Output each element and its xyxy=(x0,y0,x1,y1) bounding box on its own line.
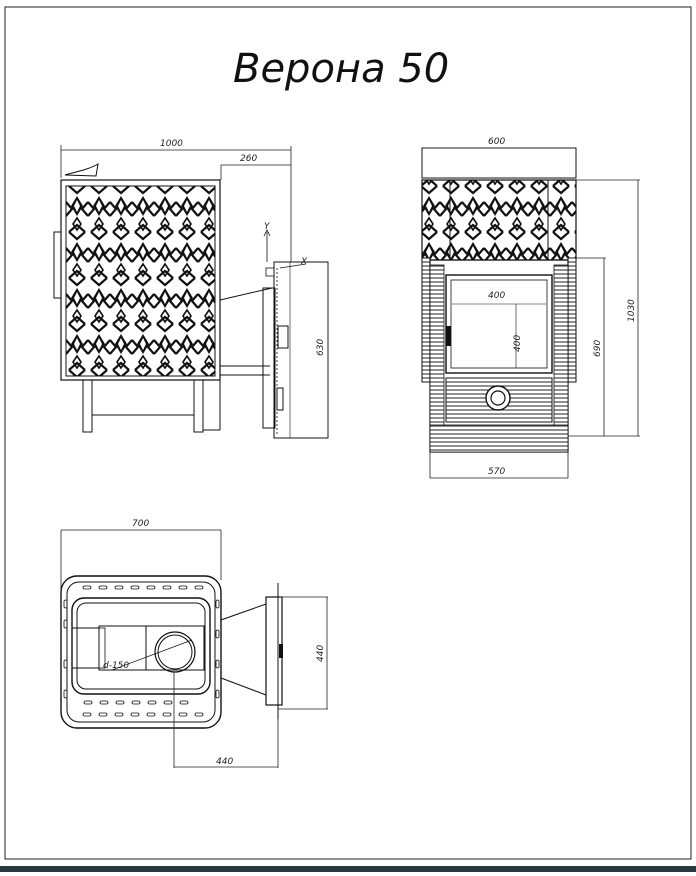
front-dim-total-height: 1030 xyxy=(627,299,637,322)
firebox-tunnel xyxy=(262,287,276,429)
stone-grid-front xyxy=(421,179,577,261)
side-view: 1000 260 Y X 630 xyxy=(53,139,329,439)
front-dim-door-axis: 690 xyxy=(593,340,603,357)
front-dim-base-width: 570 xyxy=(488,467,505,477)
front-dim-glass-width: 400 xyxy=(488,291,505,301)
chimney-flap xyxy=(64,163,99,177)
side-dim-height: 630 xyxy=(316,339,326,356)
top-dim-pipe: d-150 xyxy=(103,661,129,671)
axis-y-label: Y xyxy=(264,222,271,232)
top-dim-offset: 440 xyxy=(216,757,233,767)
front-top-slab xyxy=(421,147,577,179)
pipe-inner xyxy=(157,634,193,670)
top-dim-flange: 440 xyxy=(316,645,326,662)
sheet-bottom-bar xyxy=(0,866,696,872)
side-leg-left xyxy=(82,379,93,433)
side-dim-tunnel: 260 xyxy=(240,154,257,164)
drawing-title: Верона 50 xyxy=(233,46,449,92)
sheet-border xyxy=(4,6,692,860)
front-dim-top-width: 600 xyxy=(488,137,505,147)
door-glass xyxy=(445,274,553,374)
side-dim-width: 1000 xyxy=(160,139,183,149)
top-view: 700 d-150 xyxy=(60,519,328,768)
front-dim-glass-height: 400 xyxy=(513,335,523,352)
axis-x-label: X xyxy=(300,257,308,267)
front-view: 600 400 400 1030 690 570 xyxy=(421,137,640,479)
side-leg-right xyxy=(193,379,204,433)
ash-door-knob-inner xyxy=(490,390,506,406)
top-outline-outer xyxy=(60,575,222,729)
top-dim-width: 700 xyxy=(132,519,149,529)
axis-x-line xyxy=(279,263,307,269)
pipe-outer xyxy=(154,631,196,673)
